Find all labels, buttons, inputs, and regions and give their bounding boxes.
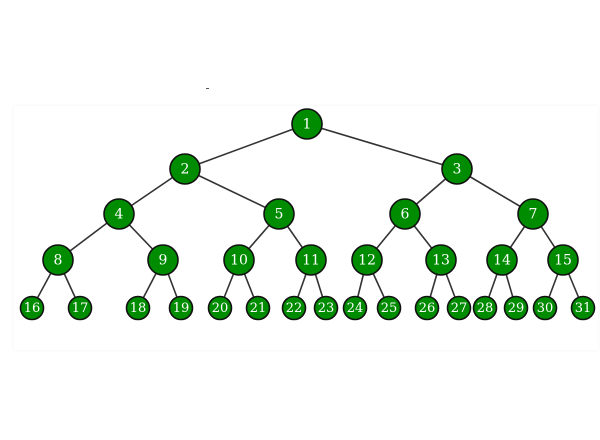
node-label: 28: [477, 301, 494, 316]
tree-node-19: 19: [168, 295, 194, 321]
tree-node-27: 27: [446, 295, 472, 321]
tree-node-12: 12: [351, 244, 383, 276]
tree-node-16: 16: [19, 295, 45, 321]
node-label: 8: [54, 253, 63, 269]
tree-node-21: 21: [245, 295, 271, 321]
node-label: 27: [451, 301, 468, 316]
node-circle: [532, 295, 558, 321]
node-label: 20: [212, 301, 229, 316]
tree-node-11: 11: [295, 244, 327, 276]
node-circle: [103, 198, 135, 230]
node-circle: [207, 295, 233, 321]
tree-node-7: 7: [517, 198, 549, 230]
tree-node-30: 30: [532, 295, 558, 321]
tree-node-6: 6: [389, 198, 421, 230]
node-label: 22: [286, 301, 303, 316]
tree-node-28: 28: [472, 295, 498, 321]
node-circle: [414, 295, 440, 321]
node-circle: [313, 295, 339, 321]
node-label: 23: [318, 301, 335, 316]
node-label: 11: [302, 253, 320, 269]
node-circle: [291, 108, 323, 140]
edge-1-3: [306, 123, 458, 170]
tree-node-5: 5: [263, 198, 295, 230]
node-circle: [67, 295, 93, 321]
node-circle: [125, 295, 151, 321]
node-circle: [425, 244, 457, 276]
tree-node-1: 1: [291, 108, 323, 140]
node-circle: [147, 244, 179, 276]
tree-node-22: 22: [281, 295, 307, 321]
node-label: 31: [575, 301, 592, 316]
node-circle: [281, 295, 307, 321]
node-label: 15: [554, 253, 572, 269]
node-circle: [42, 244, 74, 276]
tree-node-29: 29: [503, 295, 529, 321]
node-label: 9: [159, 253, 168, 269]
tree-node-13: 13: [425, 244, 457, 276]
node-label: 2: [181, 162, 190, 178]
node-label: 29: [508, 301, 525, 316]
tree-node-14: 14: [486, 244, 518, 276]
node-label: 25: [381, 301, 398, 316]
node-circle: [547, 244, 579, 276]
node-label: 30: [537, 301, 554, 316]
node-circle: [351, 244, 383, 276]
node-circle: [376, 295, 402, 321]
node-label: 6: [401, 207, 410, 223]
tree-node-3: 3: [441, 153, 473, 185]
tree-node-10: 10: [223, 244, 255, 276]
node-circle: [295, 244, 327, 276]
node-circle: [223, 244, 255, 276]
node-label: 21: [250, 301, 267, 316]
node-label: 12: [358, 253, 376, 269]
node-label: 13: [432, 253, 450, 269]
node-label: 26: [419, 301, 436, 316]
node-label: 19: [173, 301, 190, 316]
node-label: 1: [303, 117, 312, 133]
node-circle: [169, 153, 201, 185]
node-label: 4: [115, 207, 124, 223]
node-circle: [245, 295, 271, 321]
node-circle: [342, 295, 368, 321]
tree-node-8: 8: [42, 244, 74, 276]
tree-node-31: 31: [570, 295, 596, 321]
tree-node-2: 2: [169, 153, 201, 185]
node-circle: [263, 198, 295, 230]
node-label: 5: [275, 207, 284, 223]
tree-node-17: 17: [67, 295, 93, 321]
node-circle: [503, 295, 529, 321]
edge-1-2: [184, 123, 308, 170]
node-label: 10: [230, 253, 248, 269]
node-circle: [19, 295, 45, 321]
node-circle: [472, 295, 498, 321]
node-circle: [389, 198, 421, 230]
tree-node-9: 9: [147, 244, 179, 276]
tree-node-4: 4: [103, 198, 135, 230]
tree-node-25: 25: [376, 295, 402, 321]
node-label: 3: [453, 162, 462, 178]
node-label: 7: [529, 207, 538, 223]
tree-node-23: 23: [313, 295, 339, 321]
tree-node-15: 15: [547, 244, 579, 276]
node-label: 24: [347, 301, 364, 316]
node-label: 14: [493, 253, 511, 269]
stray-mark: [206, 88, 209, 89]
node-circle: [517, 198, 549, 230]
tree-node-20: 20: [207, 295, 233, 321]
node-label: 17: [72, 301, 89, 316]
node-label: 16: [24, 301, 41, 316]
node-circle: [168, 295, 194, 321]
tree-node-26: 26: [414, 295, 440, 321]
node-circle: [446, 295, 472, 321]
node-circle: [441, 153, 473, 185]
node-circle: [486, 244, 518, 276]
tree-node-24: 24: [342, 295, 368, 321]
node-circle: [570, 295, 596, 321]
edge-2-5: [184, 168, 280, 215]
node-label: 18: [130, 301, 147, 316]
tree-node-18: 18: [125, 295, 151, 321]
